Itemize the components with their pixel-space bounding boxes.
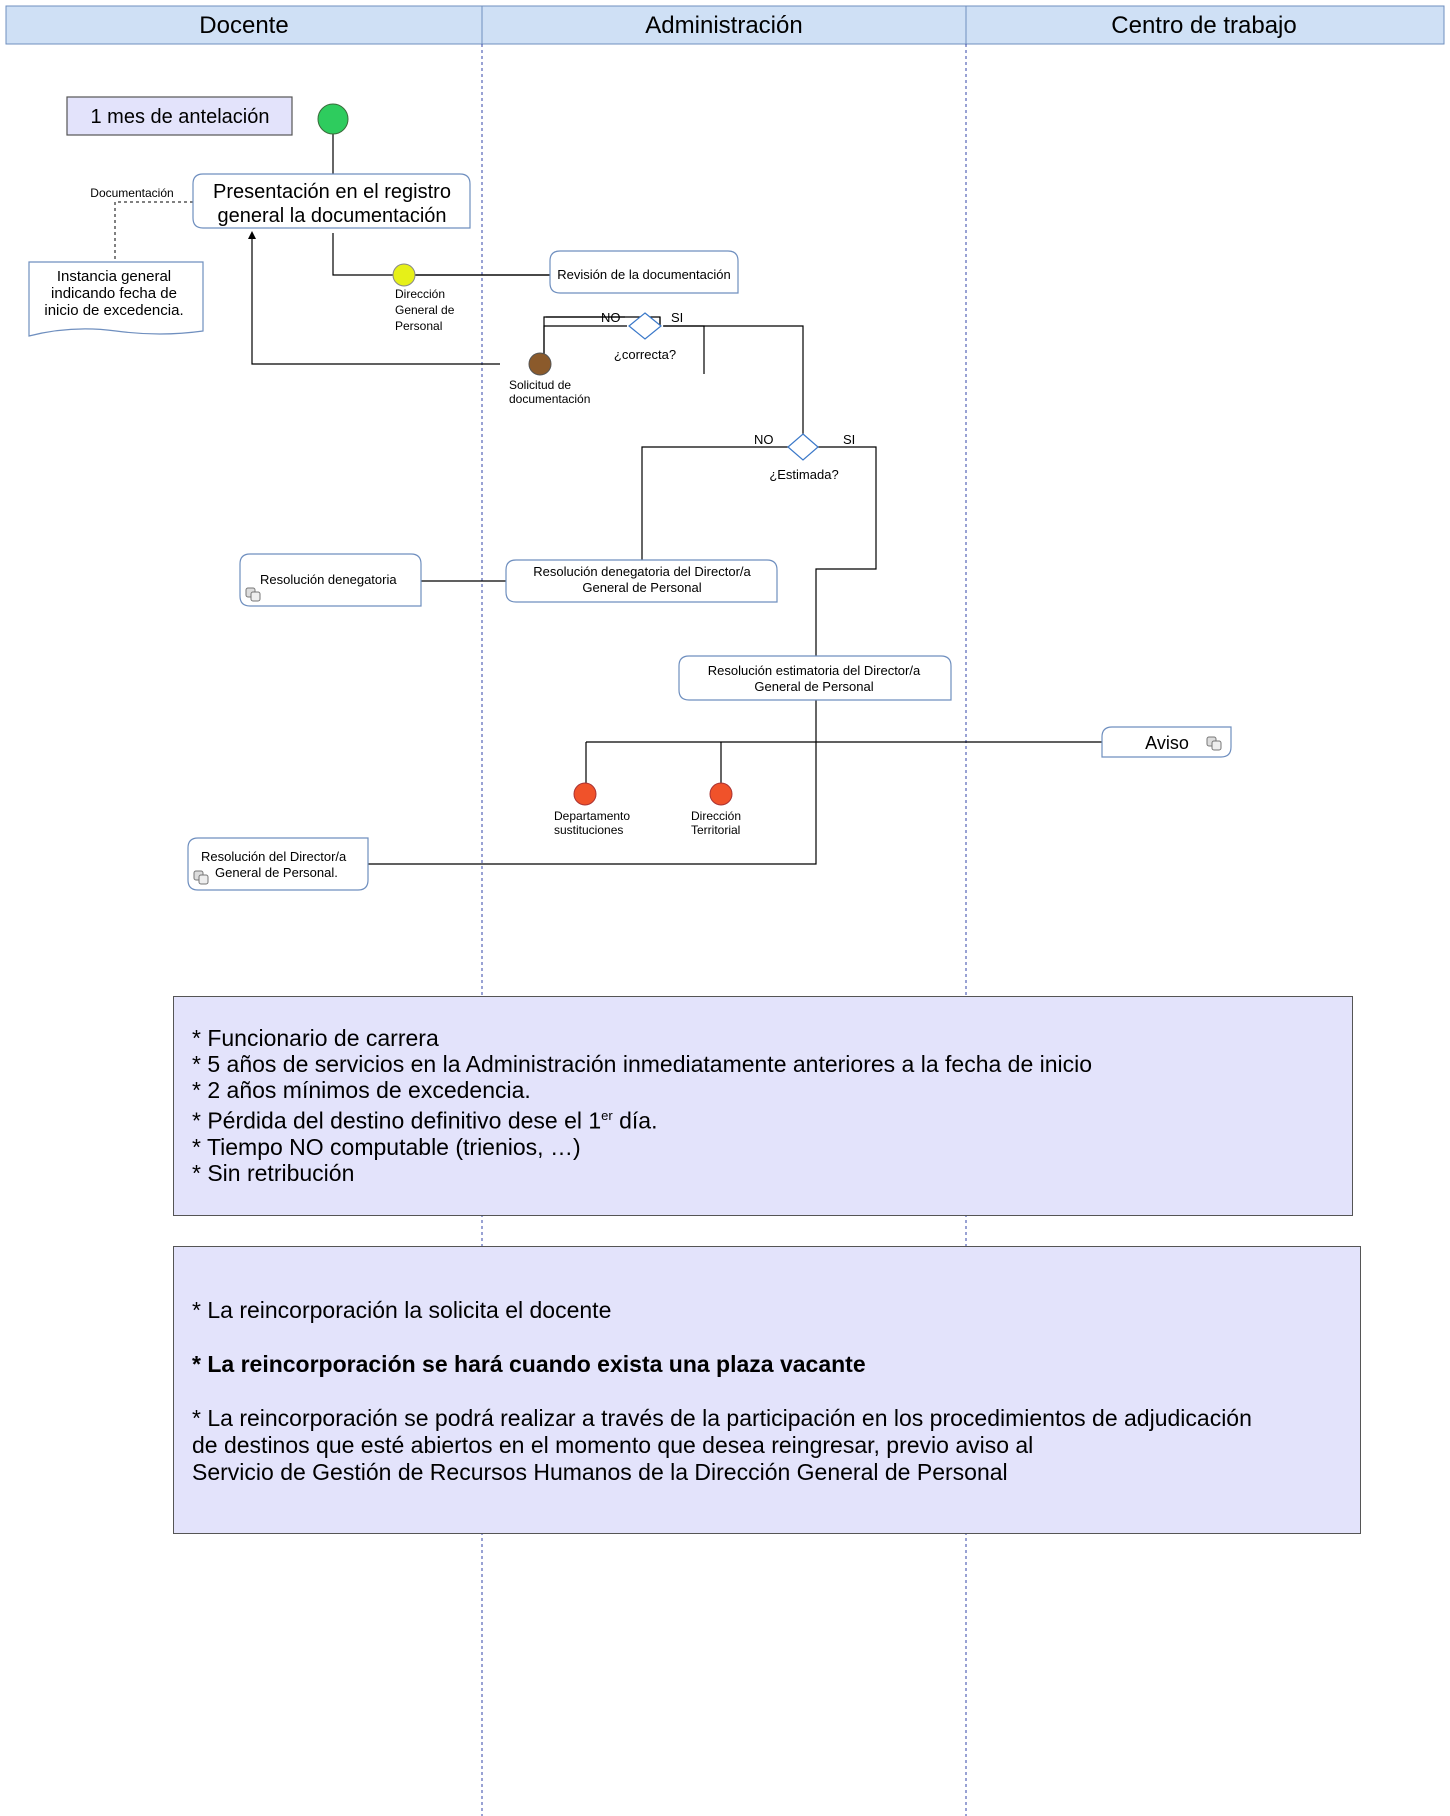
attachment-icon bbox=[245, 587, 261, 602]
anticipation-label: 1 mes de antelación bbox=[90, 106, 269, 128]
director-denial-task bbox=[505, 559, 778, 603]
documentation-label: Documentación bbox=[90, 186, 173, 200]
presentation-task-line2: general la documentación bbox=[217, 205, 446, 227]
requirement-item: * Sin retribución bbox=[192, 1159, 355, 1186]
substitutions-label-1: Departamento bbox=[554, 809, 630, 823]
substitutions-label-2: sustituciones bbox=[554, 823, 623, 837]
instance-document-line3: inicio de excedencia. bbox=[44, 302, 183, 319]
requirement-item: * Funcionario de carrera bbox=[192, 1025, 439, 1051]
denial-resolution-label: Resolución denegatoria bbox=[260, 572, 397, 587]
reincorporation-item-1: * La reincorporación la solicita el doce… bbox=[192, 1297, 612, 1323]
director-resolution-document bbox=[187, 837, 369, 891]
request-event-label-2: documentación bbox=[509, 392, 590, 406]
instance-document bbox=[28, 261, 204, 337]
review-task-label: Revisión de la documentación bbox=[557, 267, 730, 282]
request-event-label-1: Solicitud de bbox=[509, 378, 571, 392]
lane-title-docente: Docente bbox=[199, 12, 288, 39]
notice-label: Aviso bbox=[1145, 733, 1189, 753]
dgp-event-label-1: Dirección bbox=[395, 287, 445, 301]
substitutions-event bbox=[573, 782, 597, 806]
requirement-item: * Tiempo NO computable (trienios, …) bbox=[192, 1133, 581, 1160]
director-resolution-line2: General de Personal. bbox=[215, 865, 338, 880]
start-event bbox=[317, 103, 349, 135]
reincorporation-item-3-line3: Servicio de Gestión de Recursos Humanos … bbox=[192, 1459, 1008, 1485]
instance-document-line1: Instancia general bbox=[57, 268, 171, 285]
director-resolution-line1: Resolución del Director/a bbox=[201, 849, 347, 864]
attachment-icon bbox=[193, 870, 209, 885]
requirement-item: * 2 años mínimos de excedencia. bbox=[192, 1077, 531, 1103]
lane-header-docente bbox=[5, 5, 483, 45]
territorial-event bbox=[709, 782, 733, 806]
lane-header-administracion bbox=[481, 5, 967, 45]
instance-document-line2: indicando fecha de bbox=[51, 285, 177, 302]
attachment-icon bbox=[1206, 736, 1222, 751]
director-denial-line1: Resolución denegatoria del Director/a bbox=[533, 564, 751, 579]
presentation-task-line1: Presentación en el registro bbox=[213, 181, 451, 203]
dgp-event-label-3: Personal bbox=[395, 319, 442, 333]
presentation-task bbox=[192, 173, 471, 229]
decision-correcta-no: NO bbox=[601, 310, 621, 325]
lane-header-centro bbox=[965, 5, 1445, 45]
reincorporation-note: * La reincorporación la solicita el doce… bbox=[173, 1246, 1361, 1534]
requirements-note: * Funcionario de carrera * 5 años de ser… bbox=[173, 996, 1353, 1216]
review-task bbox=[549, 250, 739, 294]
denial-resolution-document bbox=[239, 553, 422, 607]
requirement-item: * Pérdida del destino definitivo dese el… bbox=[192, 1107, 658, 1134]
reincorporation-item-2: * La reincorporación se hará cuando exis… bbox=[192, 1351, 866, 1377]
territorial-label-1: Dirección bbox=[691, 809, 741, 823]
anticipation-label-box bbox=[66, 96, 293, 136]
decision-correcta-question: ¿correcta? bbox=[614, 347, 676, 362]
decision-estimada-no: NO bbox=[754, 432, 774, 447]
director-approval-task bbox=[678, 655, 952, 701]
decision-correcta bbox=[628, 312, 662, 340]
connectors bbox=[114, 134, 1104, 865]
director-approval-line1: Resolución estimatoria del Director/a bbox=[708, 663, 921, 678]
requirement-item: * 5 años de servicios en la Administraci… bbox=[192, 1051, 1093, 1077]
decision-correcta-si: SI bbox=[671, 310, 683, 325]
reincorporation-item-3-line2: de destinos que esté abiertos en el mome… bbox=[192, 1432, 1034, 1458]
dgp-event bbox=[392, 263, 416, 287]
notice-task bbox=[1101, 726, 1232, 758]
decision-estimada-si: SI bbox=[843, 432, 855, 447]
director-denial-line2: General de Personal bbox=[582, 580, 701, 595]
decision-estimada bbox=[787, 433, 819, 461]
director-approval-line2: General de Personal bbox=[754, 679, 873, 694]
request-event bbox=[528, 352, 552, 376]
lane-title-administracion: Administración bbox=[645, 12, 802, 39]
reincorporation-item-3-line1: * La reincorporación se podrá realizar a… bbox=[192, 1405, 1252, 1431]
territorial-label-2: Territorial bbox=[691, 823, 740, 837]
lane-title-centro: Centro de trabajo bbox=[1111, 12, 1296, 39]
decision-estimada-question: ¿Estimada? bbox=[769, 467, 838, 482]
dgp-event-label-2: General de bbox=[395, 303, 455, 317]
